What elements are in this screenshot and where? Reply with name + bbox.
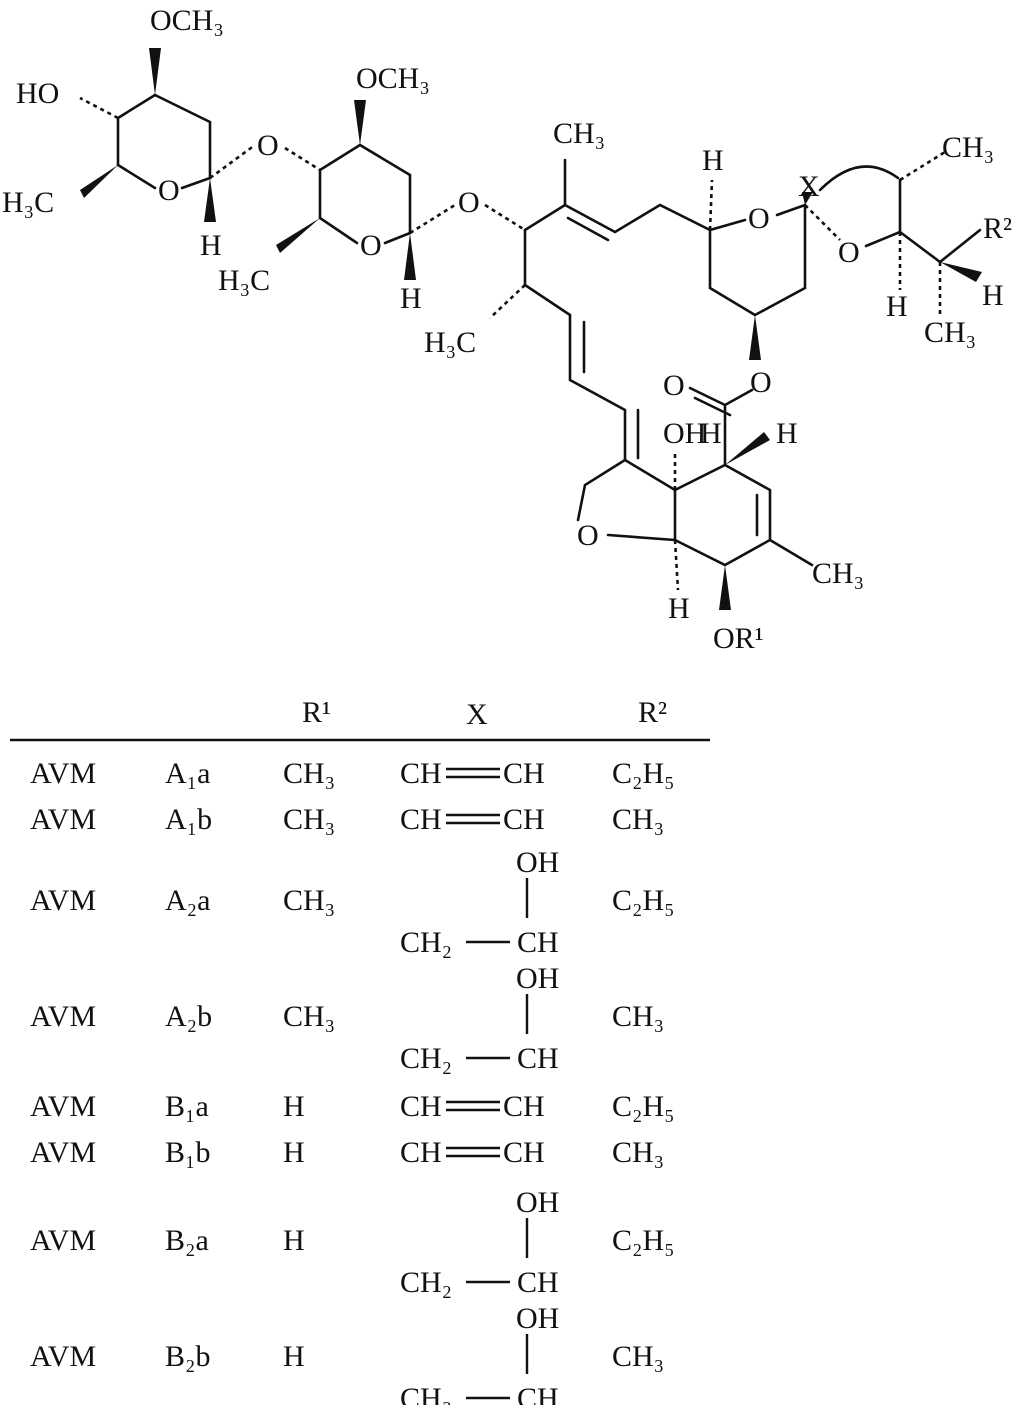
row-r2: CH₃ [612, 1000, 664, 1033]
x-left-group: CH₂ [400, 1266, 452, 1299]
atom-label: H₃C [424, 326, 476, 359]
molecule-atom-labels: OCH₃ HO H₃C O H O OCH₃ H₃C O H O CH₃ H₃C… [2, 4, 1012, 655]
x-right-group: CH [517, 926, 559, 959]
x-left-group: CH [400, 757, 442, 790]
atom-label: O [360, 229, 382, 262]
row-compound-name: A₁b [165, 803, 212, 836]
x-right-group: CH [503, 803, 545, 836]
x-hydroxyl-group: OH [516, 1302, 559, 1335]
row-compound-name: A₂b [165, 1000, 212, 1033]
row-r2: CH₃ [612, 803, 664, 836]
atom-label: CH₃ [553, 117, 605, 150]
row-r1: CH₃ [283, 884, 335, 917]
row-prefix: AVM [30, 1000, 96, 1033]
atom-label: OH [663, 417, 706, 450]
row-r1: CH₃ [283, 1000, 335, 1033]
row-r2: C₂H₅ [612, 1224, 675, 1257]
atom-label: H [982, 279, 1004, 312]
row-compound-name: B₁b [165, 1136, 210, 1169]
atom-label: CH₃ [942, 131, 994, 164]
atom-label: H₃C [2, 186, 54, 219]
atom-label: H [400, 282, 422, 315]
x-right-group: CH [517, 1382, 559, 1405]
atom-label: OCH₃ [356, 62, 430, 95]
row-r2: C₂H₅ [612, 1090, 675, 1123]
row-compound-name: B₂a [165, 1224, 209, 1257]
atom-label: H₃C [218, 264, 270, 297]
atom-label: O [577, 519, 599, 552]
atom-label: HO [16, 77, 59, 110]
row-r1: CH₃ [283, 803, 335, 836]
x-right-group: CH [503, 1136, 545, 1169]
row-r1: H [283, 1224, 305, 1257]
x-hydroxyl-group: OH [516, 846, 559, 879]
atom-label: O [663, 369, 685, 402]
atom-label: H [776, 417, 798, 450]
header-r2: R² [638, 696, 667, 729]
row-prefix: AVM [30, 884, 96, 917]
x-right-group: CH [503, 757, 545, 790]
x-right-group: CH [517, 1266, 559, 1299]
atom-label: H [700, 417, 722, 450]
atom-label: H [200, 229, 222, 262]
row-prefix: AVM [30, 757, 96, 790]
molecule-bonds [79, 48, 982, 610]
x-hydroxyl-group: OH [516, 962, 559, 995]
x-left-group: CH₂ [400, 1382, 452, 1405]
x-right-group: CH [503, 1090, 545, 1123]
atom-label: O [838, 236, 860, 269]
atom-label: OR¹ [713, 622, 764, 655]
row-prefix: AVM [30, 1136, 96, 1169]
x-left-group: CH₂ [400, 926, 452, 959]
row-r2: CH₃ [612, 1136, 664, 1169]
x-left-group: CH₂ [400, 1042, 452, 1075]
atom-label: O [748, 202, 770, 235]
x-hydroxyl-group: OH [516, 1186, 559, 1219]
atom-label: X [798, 170, 820, 203]
x-left-group: CH [400, 1090, 442, 1123]
row-r2: CH₃ [612, 1340, 664, 1373]
x-left-group: CH [400, 803, 442, 836]
row-prefix: AVM [30, 1340, 96, 1373]
row-r2: C₂H₅ [612, 884, 675, 917]
atom-label: O [257, 129, 279, 162]
atom-label: O [750, 366, 772, 399]
row-compound-name: B₂b [165, 1340, 210, 1373]
atom-label: CH₃ [924, 316, 976, 349]
row-prefix: AVM [30, 803, 96, 836]
row-r1: H [283, 1136, 305, 1169]
row-compound-name: B₁a [165, 1090, 209, 1123]
row-r1: H [283, 1090, 305, 1123]
row-r2: C₂H₅ [612, 757, 675, 790]
atom-label: OCH₃ [150, 4, 224, 37]
row-prefix: AVM [30, 1090, 96, 1123]
header-x: X [466, 698, 488, 731]
row-compound-name: A₁a [165, 757, 210, 790]
row-prefix: AVM [30, 1224, 96, 1257]
atom-label: H [702, 144, 724, 177]
atom-label: R² [983, 212, 1012, 245]
row-compound-name: A₂a [165, 884, 210, 917]
atom-label: H [668, 592, 690, 625]
atom-label: O [158, 174, 180, 207]
x-left-group: CH [400, 1136, 442, 1169]
x-right-group: CH [517, 1042, 559, 1075]
row-r1: H [283, 1340, 305, 1373]
atom-label: CH₃ [812, 557, 864, 590]
atom-label: O [458, 186, 480, 219]
row-r1: CH₃ [283, 757, 335, 790]
atom-label: H [886, 290, 908, 323]
header-r1: R¹ [302, 696, 331, 729]
